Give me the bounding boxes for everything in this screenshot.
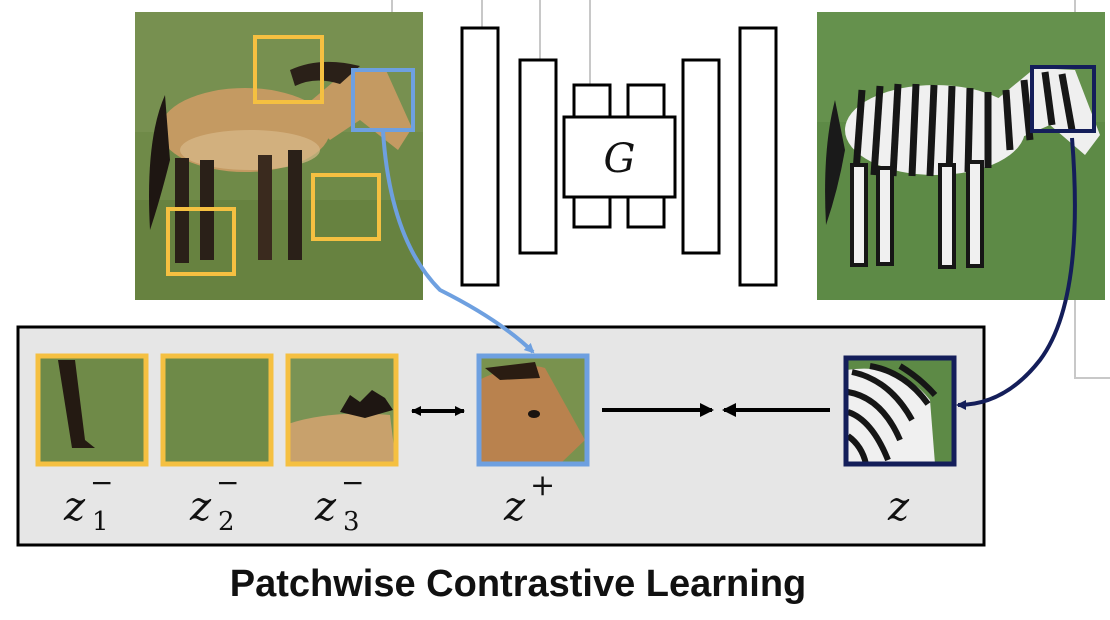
label-neg3: z − 3	[314, 466, 364, 537]
negative-sample-boxes	[166, 35, 381, 276]
svg-text:1: 1	[92, 507, 109, 537]
label-positive: z +	[503, 468, 555, 530]
decoder-block-2	[681, 58, 721, 255]
patch-neg1	[35, 353, 149, 467]
svg-text:−: −	[341, 466, 364, 499]
negative-box-neck	[253, 35, 324, 104]
svg-text:z: z	[63, 484, 86, 530]
patch-query	[843, 355, 957, 467]
query-box-head	[1030, 65, 1096, 133]
figure-caption: Patchwise Contrastive Learning	[230, 563, 807, 605]
positive-arrow	[381, 130, 535, 354]
decoder-block-1	[738, 26, 778, 287]
generator-network	[460, 26, 778, 287]
svg-text:2: 2	[218, 507, 235, 537]
svg-text:z: z	[503, 484, 526, 530]
svg-text:−: −	[216, 466, 239, 499]
label-query: z	[887, 484, 910, 530]
generator-label: G	[604, 136, 636, 182]
patch-neg2	[160, 353, 274, 467]
svg-text:−: −	[90, 466, 113, 499]
positive-box-head	[351, 68, 415, 132]
label-neg1: z − 1	[63, 466, 113, 537]
negative-box-leg	[166, 207, 236, 276]
encoder-block-2	[518, 58, 558, 255]
svg-text:3: 3	[343, 507, 360, 537]
encoder-block-1	[460, 26, 500, 287]
svg-text:z: z	[314, 484, 337, 530]
horse-image	[135, 12, 423, 300]
zebra-image	[817, 12, 1105, 300]
svg-text:z: z	[189, 484, 212, 530]
svg-text:+: +	[530, 468, 555, 503]
background-lines	[391, 0, 1110, 379]
svg-text:z: z	[887, 484, 910, 530]
label-neg2: z − 2	[189, 466, 239, 537]
query-arrow	[956, 137, 1077, 410]
patch-neg3	[285, 353, 399, 467]
patch-positive	[476, 353, 590, 467]
generator-core-box	[562, 115, 677, 199]
negative-box-body	[311, 173, 381, 241]
